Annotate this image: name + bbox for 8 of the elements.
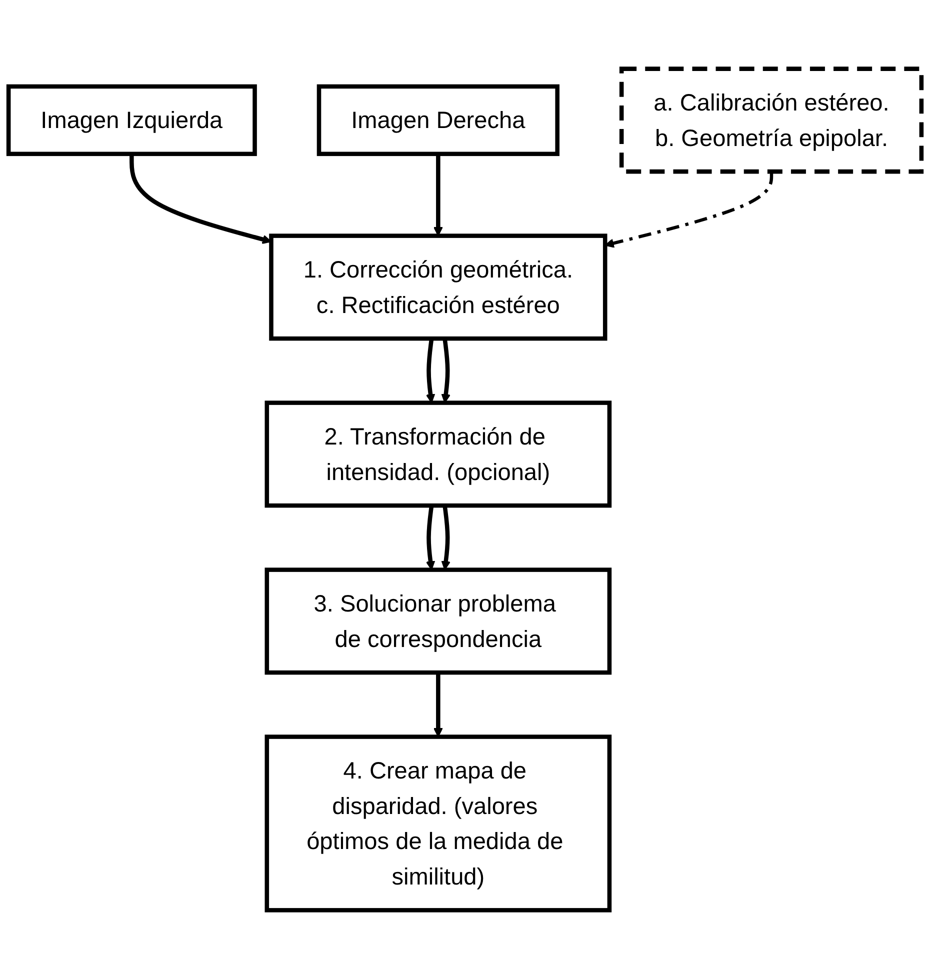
node-box: 3. Solucionar problema de correspondencia [264, 568, 612, 675]
arrow [604, 172, 774, 248]
node-box: 1. Corrección geométrica. c. Rectificación estéreo [269, 234, 608, 341]
node-box: 4. Crear mapa de disparidad. (valores óptimos de la medida de similitud) [264, 734, 612, 912]
node-box: 2. Transformación de intensidad. (opcional) [264, 400, 612, 508]
node-box: Imagen Derecha [316, 84, 560, 156]
node-box: a. Calibración estéreo. b. Geometría epipolar. [619, 66, 924, 174]
node-box: Imagen Izquierda [6, 84, 257, 156]
